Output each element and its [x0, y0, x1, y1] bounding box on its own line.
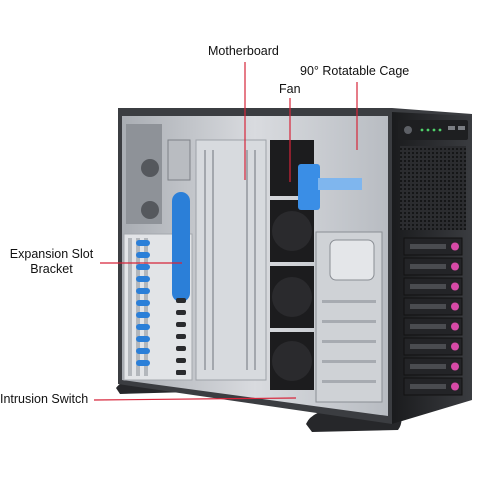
- bracket-clip: [136, 264, 150, 270]
- usb-port-icon: [458, 126, 465, 130]
- drive-bay-latch-icon: [451, 302, 459, 311]
- drive-bay-handle: [410, 284, 446, 289]
- fan-latch-bar: [318, 178, 362, 190]
- drive-bay-group: [403, 237, 463, 396]
- bracket-clip-group: [136, 240, 186, 375]
- drive-bay-handle: [410, 344, 446, 349]
- expansion-label-line1: Expansion Slot: [9, 247, 94, 261]
- bracket-screw: [176, 358, 186, 363]
- bracket-clip: [136, 300, 150, 306]
- drive-bay-latch-icon: [451, 362, 459, 371]
- cage-door: [329, 239, 375, 281]
- fan-label: Fan: [279, 82, 301, 96]
- drive-bay-handle: [410, 244, 446, 249]
- bracket-clip: [136, 360, 150, 366]
- bracket-clip: [136, 240, 150, 246]
- rear-fan-grill-top: [141, 159, 159, 177]
- tray-perforations: [204, 150, 256, 370]
- front-vent-upper: [400, 146, 466, 230]
- fan-latch: [298, 164, 320, 210]
- power-button-icon: [404, 126, 412, 134]
- drive-bay-latch-icon: [451, 322, 459, 331]
- expansion-slot-stripes: [128, 238, 148, 376]
- bracket-screw: [176, 310, 186, 315]
- rotatable-cage-label: 90° Rotatable Cage: [300, 64, 410, 78]
- drive-bay-latch-icon: [451, 282, 459, 291]
- bracket-clip: [136, 312, 150, 318]
- bracket-clip: [136, 288, 150, 294]
- bracket-clip: [136, 324, 150, 330]
- rear-fan-grill-bottom: [141, 201, 159, 219]
- drive-bay-latch-icon: [451, 242, 459, 251]
- expansion-slot-bracket-label: Expansion Slot Bracket: [4, 247, 99, 277]
- expansion-label-line2: Bracket: [30, 262, 73, 276]
- drive-bay-latch-icon: [451, 382, 459, 391]
- handle-bracket: [167, 139, 191, 181]
- expansion-bracket-holder: [172, 192, 190, 302]
- bracket-screw: [176, 370, 186, 375]
- drive-bay-handle: [410, 384, 446, 389]
- bracket-clip: [136, 348, 150, 354]
- motherboard-label: Motherboard: [208, 44, 279, 58]
- drive-bay-latch-icon: [451, 262, 459, 271]
- usb-port-icon: [448, 126, 455, 130]
- bracket-clip: [136, 276, 150, 282]
- bracket-screw: [176, 334, 186, 339]
- intrusion-switch-label: Intrusion Switch: [0, 392, 89, 406]
- drive-bay-latch-icon: [451, 342, 459, 351]
- bracket-clip: [136, 336, 150, 342]
- bracket-screw: [176, 298, 186, 303]
- drive-bay-handle: [410, 364, 446, 369]
- drive-bay-handle: [410, 324, 446, 329]
- drive-bay-handle: [410, 304, 446, 309]
- callout-lines: [93, 62, 358, 401]
- drive-bay-handle: [410, 264, 446, 269]
- cage-slots: [322, 300, 376, 383]
- bracket-clip: [136, 252, 150, 258]
- callout-line-intrusion: [93, 397, 297, 401]
- bracket-screw: [176, 322, 186, 327]
- bracket-screw: [176, 346, 186, 351]
- status-led-group: [420, 128, 442, 132]
